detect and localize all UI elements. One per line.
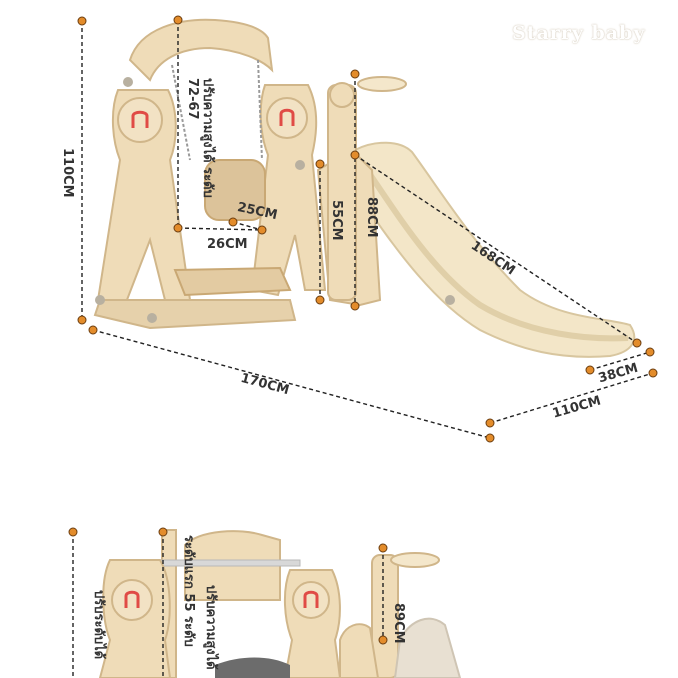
- swing-base: [93, 299, 297, 330]
- bottom-seat-shadow: [215, 657, 290, 678]
- bolt: [123, 77, 133, 87]
- label-adjust-first: ระดับแรก 55 ระดับ: [181, 535, 196, 647]
- bottom-mid-emblem: [303, 590, 319, 608]
- bolt: [147, 313, 157, 323]
- left-tower-emblem: [131, 110, 149, 128]
- dimension-lines-bottom: [72, 532, 384, 678]
- swing-arch: [128, 18, 274, 82]
- bottom-left-emblem: [124, 590, 140, 608]
- right-tower-emblem: [279, 108, 295, 126]
- swing-chain-right: [257, 59, 263, 161]
- dimension-lines-top: [81, 20, 654, 439]
- bolt: [445, 295, 455, 305]
- right-tower: [250, 84, 327, 297]
- label-slide-height: 88CM: [364, 197, 379, 238]
- brand-watermark: Starry baby: [512, 22, 646, 44]
- basketball-hoop: [357, 76, 407, 92]
- label-seat-width: 26CM: [207, 237, 248, 252]
- bolt: [295, 160, 305, 170]
- left-tower: [96, 89, 192, 307]
- bottom-slide-pillar: [371, 554, 399, 678]
- pillar-head: [329, 82, 355, 108]
- slide-pillar: [327, 84, 357, 301]
- label-adjust-height: ปรับความสูงได้: [203, 585, 218, 670]
- bottom-hoop: [390, 552, 440, 568]
- label-step-height: 55CM: [329, 200, 344, 241]
- left-tower-head: [117, 97, 163, 143]
- label-adjust-left: ปรับระดับได้: [91, 590, 106, 660]
- bottom-mid-head: [292, 581, 330, 619]
- bottom-slide: [393, 617, 462, 678]
- label-swing-range: ปรับความสูงได้ ระดับ 72-67: [185, 78, 215, 198]
- dimension-dots-bottom: [68, 527, 388, 645]
- label-bottom-slide-height: 89CM: [391, 603, 406, 644]
- swing-slide-set-top: [93, 18, 636, 358]
- dimension-dots-top: [77, 15, 658, 443]
- bottom-step: [339, 623, 380, 678]
- bottom-crossbar: [139, 559, 301, 567]
- bottom-left-head: [111, 579, 153, 621]
- right-tower-head: [266, 97, 308, 139]
- swing-chain-left: [171, 64, 191, 161]
- slide-rail: [357, 158, 629, 342]
- swing-slide-set-bottom: [98, 529, 462, 678]
- bolt: [95, 295, 105, 305]
- swing-base-seat: [173, 266, 292, 297]
- label-height-total: 110CM: [60, 148, 75, 198]
